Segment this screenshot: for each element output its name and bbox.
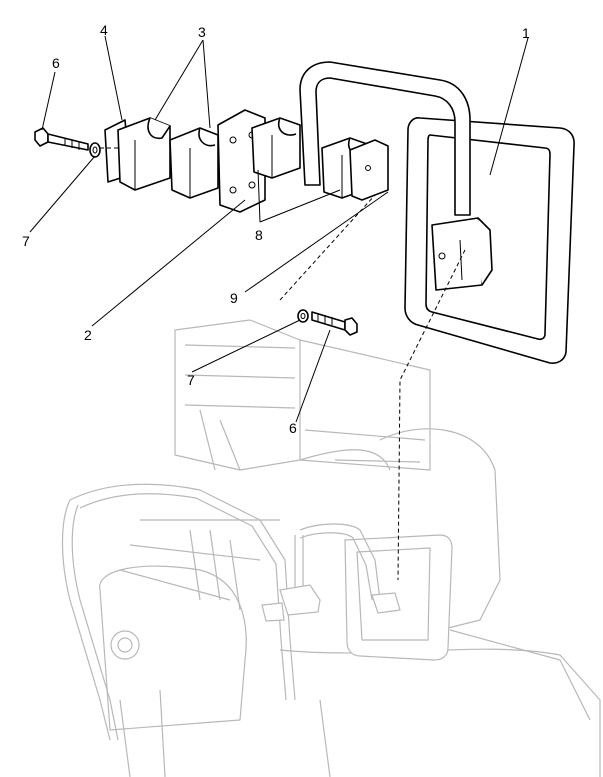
callout-8: 8: [255, 227, 263, 243]
leader-lines: [29, 35, 529, 581]
callout-7-top: 7: [22, 233, 30, 249]
callout-3: 3: [198, 24, 206, 40]
callout-9: 9: [230, 290, 238, 306]
machine-background: [61, 319, 601, 777]
mirror-head: [299, 61, 575, 364]
callout-1: 1: [522, 25, 530, 41]
fasteners: [34, 127, 358, 336]
callout-2: 2: [84, 327, 92, 343]
callout-6-bottom: 6: [289, 420, 297, 436]
clamp-parts: [104, 109, 389, 213]
callout-labels: 1 2 3 4 6 7 8 9 7 6: [22, 22, 530, 436]
callout-6-top: 6: [52, 55, 60, 71]
callout-4: 4: [100, 22, 108, 38]
callout-7-bottom: 7: [187, 372, 195, 388]
